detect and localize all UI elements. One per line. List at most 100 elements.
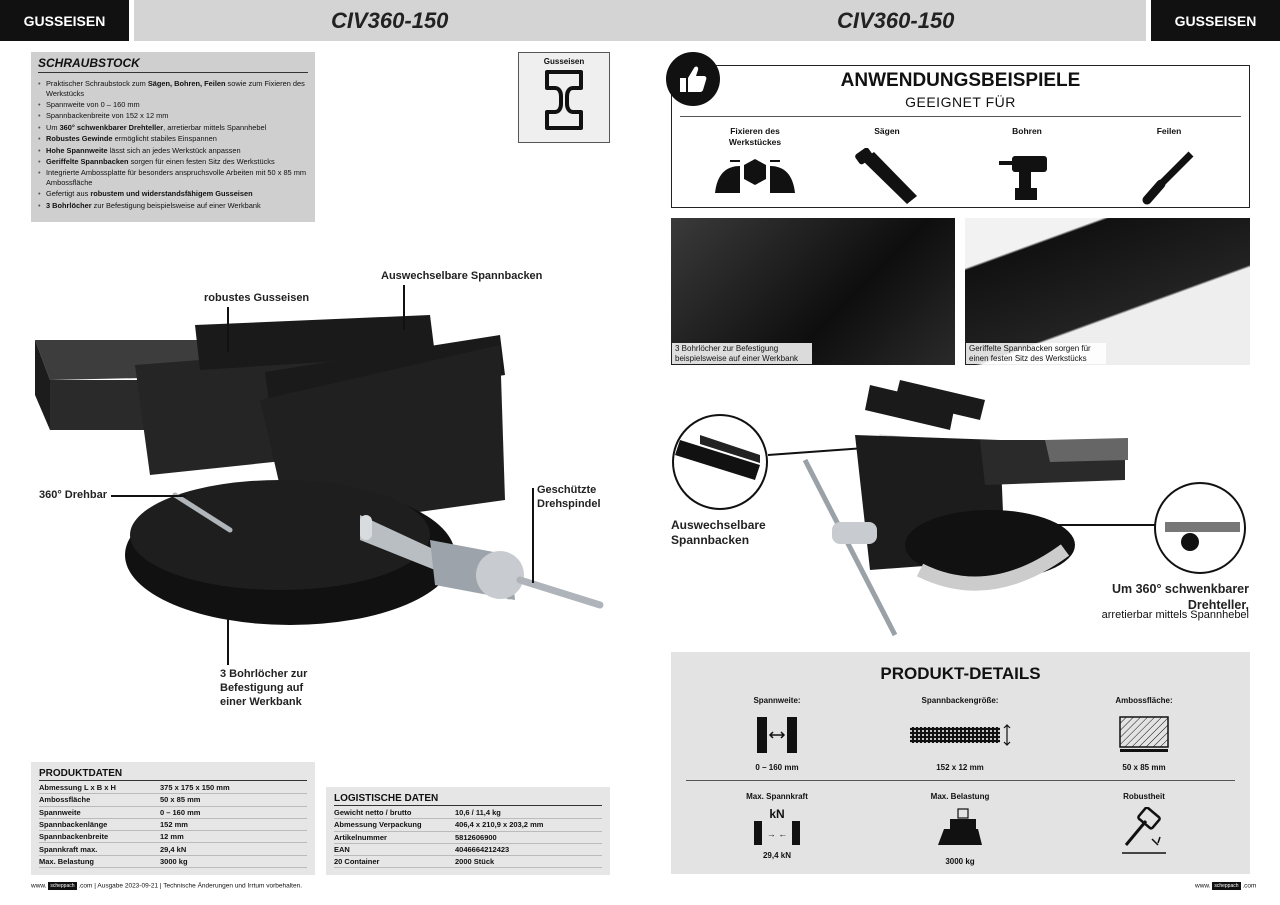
detail-value: 50 x 85 mm	[1122, 763, 1166, 772]
row-value: 3000 kg	[160, 856, 188, 866]
feature-text: sorgen für einen festen Sitz des Werkstü…	[128, 156, 275, 166]
use-label: Feilen	[1156, 126, 1182, 136]
feature-item: Spannbackenbreite von 152 x 12 mm	[38, 111, 308, 121]
feature-text: ermöglicht stabiles Einspannen	[112, 134, 217, 144]
jaw-size-icon	[910, 724, 1011, 746]
callout-spannbacken-right: Auswechselbare Spannbacken	[671, 518, 766, 547]
logistik-title: LOGISTISCHE DATEN	[334, 793, 602, 806]
vise-main-image	[35, 315, 604, 625]
logistik-table: LOGISTISCHE DATEN Gewicht netto / brutto…	[326, 787, 610, 875]
detail-value: 0 – 160 mm	[755, 763, 799, 772]
feature-item: Integrierte Ambossplatte für besonders a…	[38, 168, 308, 188]
feature-text: Hohe Spannweite	[46, 145, 108, 155]
divider	[680, 116, 1241, 117]
feature-text: lässt sich an jedes Werkstück anpassen	[107, 145, 241, 155]
row-key: Spannweite	[39, 807, 81, 817]
row-key: Spannkraft max.	[39, 844, 98, 854]
vise-detail-image	[672, 380, 1246, 637]
feature-item: Praktischer Schraubstock zum Sägen, Bohr…	[38, 79, 308, 99]
use-label: Fixieren des Werkstückes	[728, 126, 782, 147]
callout-line	[227, 307, 229, 352]
photo-caption-spannbacken: Geriffelte Spannbacken sorgen für einen …	[966, 343, 1106, 365]
detail-spannkraft: Max. Spannkraft kN → ← 29,4 kN	[702, 792, 852, 860]
photo-caption-bohrloecher: 3 Bohrlöcher zur Befestigung beispielswe…	[672, 343, 812, 365]
header-tag-right-text: GUSSEISEN	[1174, 12, 1257, 29]
row-key: Spannbackenbreite	[39, 832, 109, 842]
anwendung-box: ANWENDUNGSBEISPIELE GEEIGNET FÜR Fixiere…	[671, 65, 1250, 208]
feature-text: Sägen, Bohren, Feilen	[147, 79, 226, 88]
feature-text: Um	[46, 122, 60, 132]
callout-line	[532, 488, 534, 583]
footer-left-prefix: www.	[31, 882, 47, 890]
row-value: 2000 Stück	[455, 857, 495, 867]
detail-value: 29,4 kN	[762, 851, 792, 860]
force-unit: kN	[769, 807, 785, 821]
model-title-right: CIV360-150	[837, 8, 955, 33]
callout-gusseisen: robustes Gusseisen	[204, 292, 310, 304]
feature-text: 360° schwenkbarer Drehteller	[59, 122, 164, 132]
feature-item: Hohe Spannweite lässt sich an jedes Werk…	[38, 146, 308, 156]
detail-label: Max. Spannkraft	[746, 792, 808, 801]
row-value: 10,6 / 11,4 kg	[455, 808, 501, 818]
callout-line	[227, 610, 229, 665]
callout-line	[111, 495, 186, 497]
callout-drehteller: Um 360° schwenkbarer Drehteller,	[1111, 582, 1249, 612]
detail-label: Spannbackengröße:	[921, 696, 999, 705]
feature-text: Integrierte Ambossplatte für besonders a…	[46, 168, 307, 188]
feature-text: sowie zum Fixieren des Werkstücks	[46, 79, 305, 98]
photo-spannbacken: Geriffelte Spannbacken sorgen für einen …	[965, 218, 1250, 365]
brand-logo: scheppach	[1212, 882, 1241, 890]
feature-text: zur Befestigung beispielsweise auf einer…	[91, 200, 261, 210]
row-key: Spannbackenlänge	[39, 820, 108, 830]
thumbs-up-icon	[666, 52, 720, 106]
hammer-icon	[1122, 806, 1166, 854]
detail-ambossflaeche: Ambossfläche: 50 x 85 mm	[1069, 696, 1219, 772]
divider	[686, 780, 1235, 781]
footer-right-prefix: www.	[1195, 882, 1211, 890]
feature-text: Gefertigt aus	[46, 189, 91, 199]
row-value: 50 x 85 mm	[160, 795, 201, 805]
feature-item: 3 Bohrlöcher zur Befestigung beispielswe…	[38, 201, 308, 211]
table-row: Ambossfläche 50 x 85 mm	[39, 794, 307, 807]
header-tag-left-text: GUSSEISEN	[23, 12, 106, 29]
feature-item: Um 360° schwenkbarer Drehteller, arretie…	[38, 123, 308, 133]
force-icon: kN → ←	[752, 807, 802, 847]
detail-label: Max. Belastung	[930, 792, 990, 801]
use-feilen: Feilen	[1114, 126, 1224, 211]
use-label: Bohren	[1012, 126, 1042, 136]
row-key: Gewicht netto / brutto	[334, 808, 412, 818]
produktdaten-title: PRODUKTDATEN	[39, 768, 307, 781]
material-badge: Gusseisen	[518, 52, 610, 143]
feature-text: Robustes Gewinde	[46, 134, 113, 144]
row-value: 375 x 175 x 150 mm	[160, 783, 230, 793]
drill-icon	[999, 156, 1047, 200]
header-tag-left: GUSSEISEN	[0, 0, 129, 41]
feature-text: Praktischer Schraubstock zum	[46, 79, 148, 88]
row-key: Ambossfläche	[39, 795, 91, 805]
saw-icon	[855, 147, 917, 204]
table-row: 20 Container 2000 Stück	[334, 856, 602, 869]
feature-text: 3 Bohrlöcher	[46, 200, 92, 210]
jaw-width-icon	[757, 717, 797, 753]
callout-spannbacken: Auswechselbare Spannbacken	[381, 270, 543, 282]
callout-spindel: Geschützte Drehspindel	[537, 484, 601, 510]
detail-value: 3000 kg	[945, 857, 975, 866]
clamp-icon	[715, 159, 795, 193]
anvil-icon	[1119, 716, 1169, 752]
table-row: Gewicht netto / brutto 10,6 / 11,4 kg	[334, 807, 602, 820]
detail-spannbackengroesse: Spannbackengröße: 152 x 12 mm	[885, 696, 1035, 772]
feature-text: Geriffelte Spannbacken	[46, 156, 129, 166]
row-value: 4046664212423	[455, 845, 510, 855]
load-icon	[938, 808, 982, 845]
footer-left-text: .com | Ausgabe 2023-09-21 | Technische Ä…	[78, 882, 303, 890]
footer-right: www. scheppach .com	[1195, 882, 1256, 890]
row-key: Abmessung L x B x H	[39, 783, 116, 793]
feature-item: Gefertigt aus robustem und widerstandsfä…	[38, 189, 308, 199]
row-key: 20 Container	[334, 857, 380, 867]
feature-text: , arretierbar mittels Spannhebel	[163, 122, 267, 132]
feature-title: SCHRAUBSTOCK	[38, 56, 308, 73]
callout-drehteller-sub: arretierbar mittels Spannhebel	[1101, 609, 1249, 621]
